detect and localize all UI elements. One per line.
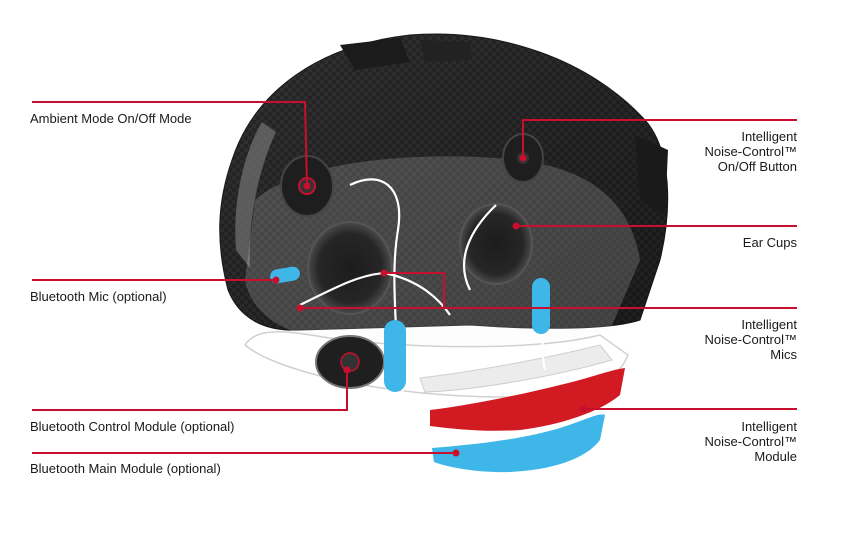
callout-nc-module: Intelligent Noise-Control™ Module (704, 419, 797, 464)
nc-mic-left (384, 320, 406, 392)
leader-lines (32, 101, 797, 454)
ear-cup-right (459, 203, 533, 285)
callout-bluetooth-control-module: Bluetooth Control Module (optional) (30, 419, 235, 434)
nc-mic-right (532, 278, 550, 334)
callout-bluetooth-main-module: Bluetooth Main Module (optional) (30, 461, 221, 476)
callout-bluetooth-mic: Bluetooth Mic (optional) (30, 289, 167, 304)
callout-ear-cups: Ear Cups (742, 235, 797, 250)
callout-ambient-mode: Ambient Mode On/Off Mode (30, 111, 192, 126)
callout-nc-onoff-button: Intelligent Noise-Control™ On/Off Button (704, 129, 797, 174)
nc-module (430, 368, 625, 431)
bluetooth-main-module (432, 414, 605, 473)
rear-spoiler (635, 135, 668, 215)
top-vent (340, 38, 410, 70)
ear-cup-left (307, 221, 393, 315)
chin-strap (419, 344, 613, 393)
callout-nc-mics: Intelligent Noise-Control™ Mics (704, 317, 797, 362)
visor (235, 122, 276, 268)
